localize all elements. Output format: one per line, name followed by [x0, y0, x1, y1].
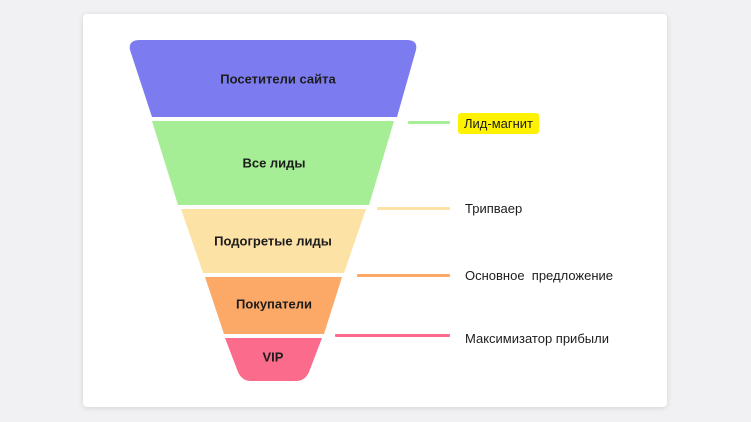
- side-label-tripwire: Трипваер: [465, 201, 523, 216]
- stage-label-buyers: Покупатели: [236, 296, 312, 312]
- side-label-core-offer: Основное предложение: [465, 268, 614, 283]
- side-label-profit-maximizer: Максимизатор прибыли: [465, 331, 609, 346]
- side-label-lead-magnet: Лид-магнит: [458, 113, 540, 134]
- connector-core-offer: [357, 274, 450, 277]
- funnel-stage-vip: [225, 338, 322, 381]
- connector-lead-magnet: [408, 121, 450, 124]
- funnel-stage-warm-leads: [181, 209, 366, 273]
- connector-profit-maximizer: [335, 334, 450, 337]
- stage-label-visitors: Посетители сайта: [220, 71, 336, 87]
- stage-label-all-leads: Все лиды: [242, 155, 306, 171]
- funnel-stage-buyers: [205, 277, 342, 334]
- connector-tripwire: [377, 207, 450, 210]
- funnel-stage-all-leads: [152, 121, 394, 205]
- stage-label-warm-leads: Подогретые лиды: [214, 233, 332, 249]
- stage-label-vip: VIP: [262, 349, 284, 365]
- funnel-stage-visitors: [129, 40, 417, 117]
